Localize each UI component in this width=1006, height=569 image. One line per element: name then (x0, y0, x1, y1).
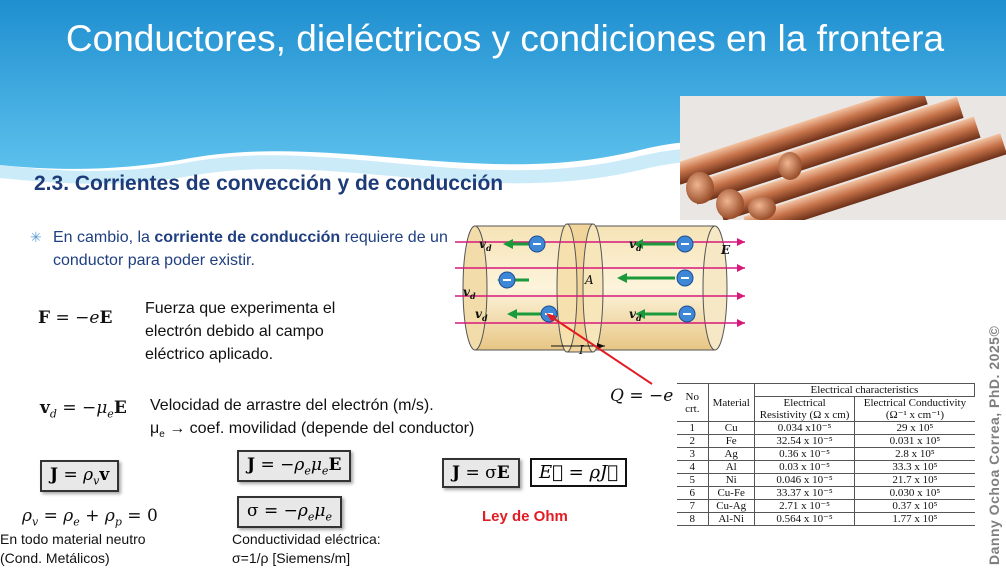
j-convection-equation: J = ρvv (40, 460, 120, 493)
table-cell: 1 (677, 421, 709, 435)
conductivity-table: No crt. Material Electrical characterist… (677, 383, 976, 526)
table-header-resistivity: Electrical Resistivity (Ω x cm) (753, 396, 856, 422)
j-conduction-equation: J = −ρeμeE (237, 450, 352, 483)
rho-neutral-equation: ρv = ρe + ρp = 0 (22, 506, 158, 529)
table-cell: 29 x 10⁵ (854, 421, 975, 435)
bullet-text-bold: corriente de conducción (154, 229, 341, 246)
ohm-law-equation: J = σE (442, 458, 520, 488)
table-cell: Fe (707, 434, 755, 448)
table-header-material: Material (707, 383, 755, 422)
force-equation: F = −eE (38, 308, 113, 328)
table-cell: 3 (677, 447, 709, 461)
table-cell: Al (707, 460, 755, 474)
table-cell: 0.031 x 10⁵ (854, 434, 975, 448)
table-cell: Al-Ni (707, 512, 755, 526)
table-super-header: Electrical characteristics (753, 383, 976, 397)
ohm-law-label: Ley de Ohm (482, 508, 568, 525)
table-cell: Cu-Fe (707, 486, 755, 500)
field-label: E (720, 243, 731, 257)
sigma-note-1: Conductividad eléctrica: (232, 531, 381, 547)
bullet-icon: ✳ (30, 229, 42, 245)
table-cell: 2.8 x 10⁵ (854, 447, 975, 461)
table-cell: 0.36 x 10⁻⁵ (753, 447, 856, 461)
table-cell: 8 (677, 512, 709, 526)
table-cell: Cu-Ag (707, 499, 755, 513)
bullet-text: En cambio, la corriente de conducción re… (53, 226, 453, 272)
table-cell: 0.37 x 10⁵ (854, 499, 975, 513)
drift-description-1: Velocidad de arrastre del electrón (m/s)… (150, 397, 434, 414)
table-cell: 33.37 x 10⁻⁵ (753, 486, 856, 500)
area-label: A (584, 273, 594, 287)
table-cell: 5 (677, 473, 709, 487)
table-cell: 1.77 x 10⁵ (854, 512, 975, 526)
force-description: Fuerza que experimenta el electrón debid… (145, 300, 336, 363)
table-cell: 7 (677, 499, 709, 513)
table-cell: 0.046 x 10⁻⁵ (753, 473, 856, 487)
table-cell: 0.030 x 10⁵ (854, 486, 975, 500)
table-cell: 4 (677, 460, 709, 474)
charge-label: Q = −e (610, 386, 674, 406)
drift-equation: vd = −μeE (40, 398, 127, 421)
table-cell: Ni (707, 473, 755, 487)
drift-description-2: μe → coef. movilidad (depende del conduc… (150, 420, 475, 441)
bullet-text-prefix: En cambio, la (53, 229, 155, 246)
sigma-equation: σ = −ρeμe (237, 496, 342, 529)
table-cell: 2 (677, 434, 709, 448)
neutral-note-2: (Cond. Metálicos) (0, 550, 110, 566)
table-cell: 32.54 x 10⁻⁵ (753, 434, 856, 448)
neutral-note-1: En todo material neutro (0, 531, 146, 547)
table-cell: 2.71 x 10⁻⁵ (753, 499, 856, 513)
table-header-conductivity: Electrical Conductivity (Ω⁻¹ x cm⁻¹) (854, 396, 975, 422)
bullet-text-suffix: requiere de un conductor para poder exis… (53, 229, 448, 269)
table-cell: 0.03 x 10⁻⁵ (753, 460, 856, 474)
sigma-note-2: σ=1/ρ [Siemens/m] (232, 550, 351, 566)
slide-title: Conductores, dieléctricos y condiciones … (65, 18, 945, 59)
copyright-watermark: Danny Ochoa Correa, PhD. 2025© (986, 325, 1002, 565)
ohm-law-vector-equation: E⃗ = ρJ⃗ (530, 458, 628, 487)
table-cell: 6 (677, 486, 709, 500)
table-cell: 33.3 x 10⁵ (854, 460, 975, 474)
table-header-no: No crt. (677, 383, 709, 422)
pointer-arrow (546, 313, 653, 385)
copper-rods-photo (680, 96, 1006, 220)
table-cell: 0.564 x 10⁻⁵ (753, 512, 856, 526)
table-cell: 0.034 x10⁻⁵ (753, 421, 856, 435)
table-cell: Cu (707, 421, 755, 435)
table-cell: Ag (707, 447, 755, 461)
current-label: I (578, 343, 584, 357)
table-cell: 21.7 x 10⁵ (854, 473, 975, 487)
conductor-diagram: vd vd vd vd vd E A I (455, 223, 745, 357)
section-subtitle: 2.3. Corrientes de convección y de condu… (34, 172, 504, 195)
